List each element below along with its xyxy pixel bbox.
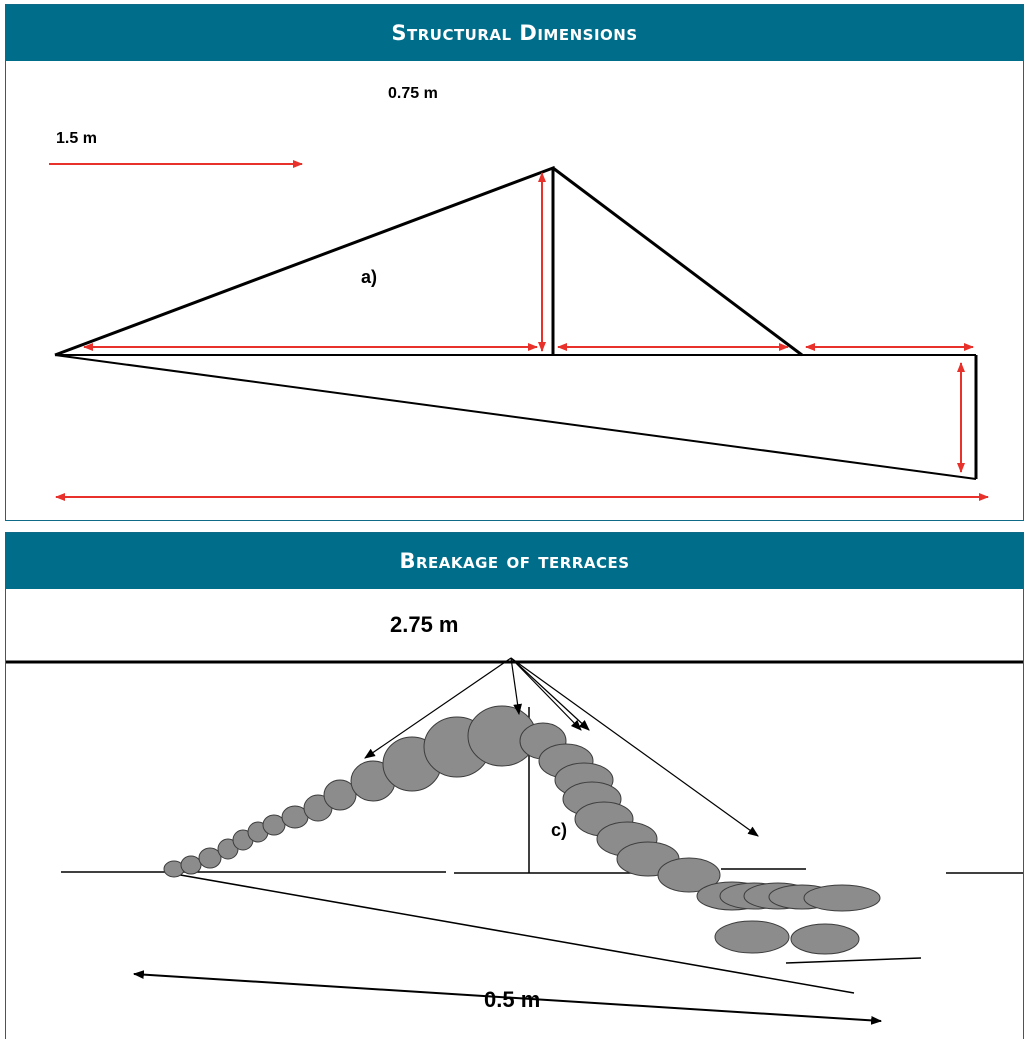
breakage-of-terraces-panel: Breakage of terraces 2.75 m c)	[5, 532, 1024, 1039]
structural-dimensions-diagram: 0.75 m 1.5 m a)	[49, 85, 989, 501]
stone	[198, 847, 222, 869]
panel-title-breakage-of-terraces: Breakage of terraces	[6, 533, 1023, 589]
top-dimension-label: 0.75 m	[388, 85, 438, 102]
lower-right-line	[785, 957, 922, 964]
stone	[790, 923, 860, 955]
panel-title-structural-dimensions: Structural Dimensions	[6, 5, 1023, 61]
stone	[262, 814, 286, 836]
bottom-dimension-label: 0.5 m	[484, 987, 540, 1012]
trajectory-arrow	[510, 657, 522, 716]
stone	[714, 920, 790, 954]
left-slope-outline	[54, 165, 555, 357]
trajectory-arrows	[364, 657, 759, 837]
breakage-diagram: 2.75 m c)	[6, 612, 1023, 1025]
stone-group-right	[519, 722, 881, 955]
left-dimension-label: 1.5 m	[56, 130, 97, 147]
stone-group-left	[163, 705, 537, 878]
lower-slope-outline	[54, 354, 977, 480]
right-slope-outline	[552, 166, 803, 357]
trajectory-arrow	[510, 657, 582, 731]
structural-dimensions-panel: Structural Dimensions 0.75 m 1.5 m a)	[5, 4, 1024, 521]
part-label: a)	[361, 267, 377, 287]
stone	[657, 857, 721, 893]
stone	[180, 855, 202, 875]
trajectory-arrow	[364, 657, 512, 759]
part-label: c)	[551, 820, 567, 840]
stone	[323, 779, 357, 811]
trajectory-arrow	[510, 657, 759, 837]
trajectory-arrow	[510, 657, 590, 731]
bottom-dimension-arrow	[132, 970, 883, 1025]
stone	[803, 884, 881, 912]
top-dimension-label: 2.75 m	[390, 612, 459, 637]
